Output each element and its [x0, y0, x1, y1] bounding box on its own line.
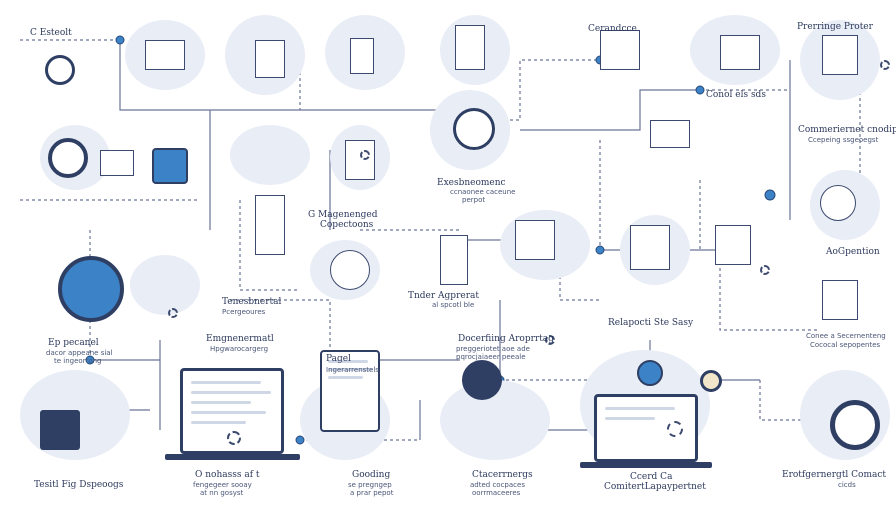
label-ep: Ep pecanel: [48, 338, 99, 348]
archive-icon: [822, 280, 858, 320]
server-icon: [455, 25, 485, 70]
label-b4-sub: adted cocpaces: [470, 481, 525, 489]
label-doco-sub2: pqrocjaiaeer peeale: [456, 353, 526, 361]
label-acgen: AoGpention: [826, 247, 880, 257]
label-b6-sub: cicds: [838, 481, 856, 489]
clock-icon: [48, 138, 88, 178]
book-icon: [650, 120, 690, 148]
printer-icon: [720, 35, 760, 70]
label-b6: Erotfgernergtl Comact: [782, 470, 887, 480]
laptop-base-icon: [165, 454, 300, 460]
report-icon: [515, 220, 555, 260]
node-bg-blob: [230, 125, 310, 185]
label-center-exp-sub2: perpot: [462, 196, 486, 204]
gear-icon: [760, 265, 770, 275]
operator-avatar-icon: [453, 108, 495, 150]
laptop-base-icon: [580, 462, 712, 468]
label-commeri-sub: Ccepeing ssgeoegst: [808, 136, 879, 144]
label-top-right: Prerringe Proter: [797, 22, 873, 32]
person-icon: [462, 360, 502, 400]
label-cones-sub: Cococal sepopentes: [810, 341, 881, 349]
document-icon: [255, 40, 285, 78]
gear-icon: [168, 308, 178, 318]
label-emgn-sub: Hpgwarocargerg: [210, 345, 269, 353]
wheel-icon: [830, 400, 880, 450]
magnifier-icon: [45, 55, 75, 85]
label-b5: Ccerd Ca: [630, 472, 673, 482]
label-b1: Tesitl Fig Dspeoogs: [34, 480, 124, 490]
terminal-icon: [600, 30, 640, 70]
label-b4-sub2: oorrmaceeres: [472, 489, 521, 497]
label-b2-sub2: at nn gosyst: [200, 489, 244, 497]
label-ep-sub: dacor appeane sial: [46, 349, 113, 357]
tool-tile-icon: [152, 148, 188, 184]
label-center-exp: Exesbneomenc: [437, 178, 506, 188]
label-center-exp-sub: ccnaonee caceune: [450, 188, 516, 196]
coin-icon: [700, 370, 722, 392]
document-panel-icon: [320, 350, 380, 432]
label-magn: G Magenenged: [308, 210, 378, 220]
laptop-screen-icon: [180, 368, 284, 454]
gear-icon: [545, 335, 555, 345]
label-b2-sub: fengegeer sooay: [193, 481, 252, 489]
label-tinder-sub: al spcotl ble: [432, 301, 475, 309]
laptop-screen-icon: [594, 394, 698, 462]
form-icon: [630, 225, 670, 270]
files-icon: [440, 235, 468, 285]
label-b2: O nohasss af t: [195, 470, 260, 480]
label-doco: Docerfiing Aroprrtag: [458, 334, 554, 344]
node-bg-blob: [130, 255, 200, 315]
label-magn-sub: Copectoons: [320, 220, 374, 230]
label-b3-sub: se pregngep: [348, 481, 392, 489]
label-conol: Conol els sds: [706, 90, 766, 100]
label-tinder: Tnder Agprerat: [408, 291, 479, 301]
envelope-icon: [100, 150, 134, 176]
gear-icon: [360, 150, 370, 160]
building-icon: [350, 38, 374, 74]
label-b5-sub: ComitertLapaypertnet: [604, 482, 706, 492]
gear-icon: [880, 60, 890, 70]
label-b3-sub2: a prar pepot: [350, 489, 394, 497]
chart-circle-icon: [330, 250, 370, 290]
graph-building-icon: [345, 140, 375, 180]
machine-icon: [822, 35, 858, 75]
desktop-icon: [40, 410, 80, 450]
label-top-center: Cerandcce: [588, 24, 637, 34]
label-pagel: Pagel: [326, 354, 351, 364]
label-relap: Relapocti Ste Sasy: [608, 318, 694, 328]
label-tenens-sub: Pcergeoures: [222, 308, 266, 316]
label-pagel-sub: Ingerarrenstels: [326, 366, 379, 374]
label-commeri: Commeriernet cnodipt: [798, 125, 896, 135]
document-stack-icon: [145, 40, 185, 70]
globe-icon: [58, 256, 124, 322]
label-b3: Gooding: [352, 470, 391, 480]
label-top-left: C Esteolt: [30, 28, 72, 38]
cabinet-icon: [715, 225, 751, 265]
label-tenens: Tenesbnertal: [222, 297, 282, 307]
label-emgn: Emgnenermatl: [206, 334, 274, 344]
gear-machine-icon: [820, 185, 856, 221]
label-doco-sub: preggeriotet aoe ade: [456, 345, 530, 353]
clipboard-icon: [255, 195, 285, 255]
label-b4: Ctacerrnergs: [472, 470, 533, 480]
label-cones: Conee a Secernenteng: [806, 332, 886, 340]
bulb-icon: [637, 360, 663, 386]
label-ep-sub2: te ingeortong: [54, 357, 102, 365]
